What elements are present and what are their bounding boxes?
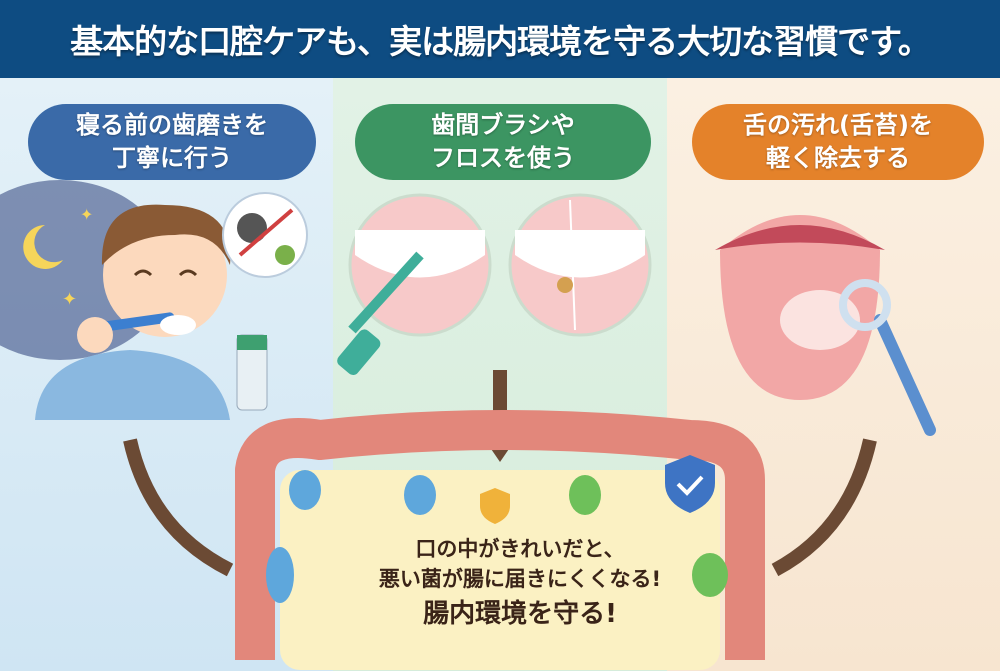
floss-illustration [508, 193, 652, 337]
step-flossing-label: 歯間ブラシや フロスを使う [355, 104, 651, 180]
step-line: 歯間ブラシや [431, 111, 575, 139]
step-line: 舌の汚れ(舌苔)を [743, 111, 933, 139]
intestine-illustration [235, 410, 765, 670]
step-brushing-label: 寝る前の歯磨きを 丁寧に行う [28, 104, 316, 180]
step-line: 軽く除去する [766, 144, 910, 172]
arrow-icon [771, 438, 877, 577]
gut-message: 口の中がきれいだと、 悪い菌が腸に届きにくくなる! 腸内環境を守る! [340, 534, 700, 634]
bacteria-icon [692, 553, 728, 597]
germ-icon [275, 245, 295, 265]
no-germs-slash [238, 208, 294, 257]
tongue-scraper-icon [874, 314, 936, 436]
message-headline: 腸内環境を守る! [423, 599, 617, 629]
step-line: 丁寧に行う [112, 144, 232, 172]
bacteria-icon [569, 475, 601, 515]
step-line: 寝る前の歯磨きを [76, 111, 268, 139]
step-tongue-label: 舌の汚れ(舌苔)を 軽く除去する [692, 104, 984, 180]
message-line-2: 悪い菌が腸に届きにくくなる! [378, 567, 662, 591]
tongue-illustration [715, 215, 936, 436]
boy-brushing-teeth [35, 204, 268, 420]
star-icon: ✦ [80, 205, 93, 224]
shield-icon [480, 488, 510, 524]
step-line: フロスを使う [431, 144, 575, 172]
star-icon: ✦ [62, 289, 77, 310]
interdental-brush-illustration [337, 193, 492, 376]
moon-icon [23, 225, 63, 269]
shield-check-icon [665, 455, 715, 513]
header-banner: 基本的な口腔ケアも、実は腸内環境を守る大切な習慣です。 [0, 0, 1000, 78]
message-line-1: 口の中がきれいだと、 [415, 537, 625, 561]
page-title: 基本的な口腔ケアも、実は腸内環境を守る大切な習慣です。 [70, 22, 931, 61]
good-bacteria-icon [266, 547, 294, 603]
arrow-icon [123, 438, 234, 577]
good-bacteria-icon [404, 475, 436, 515]
germ-icon [237, 213, 267, 243]
good-bacteria-icon [289, 470, 321, 510]
